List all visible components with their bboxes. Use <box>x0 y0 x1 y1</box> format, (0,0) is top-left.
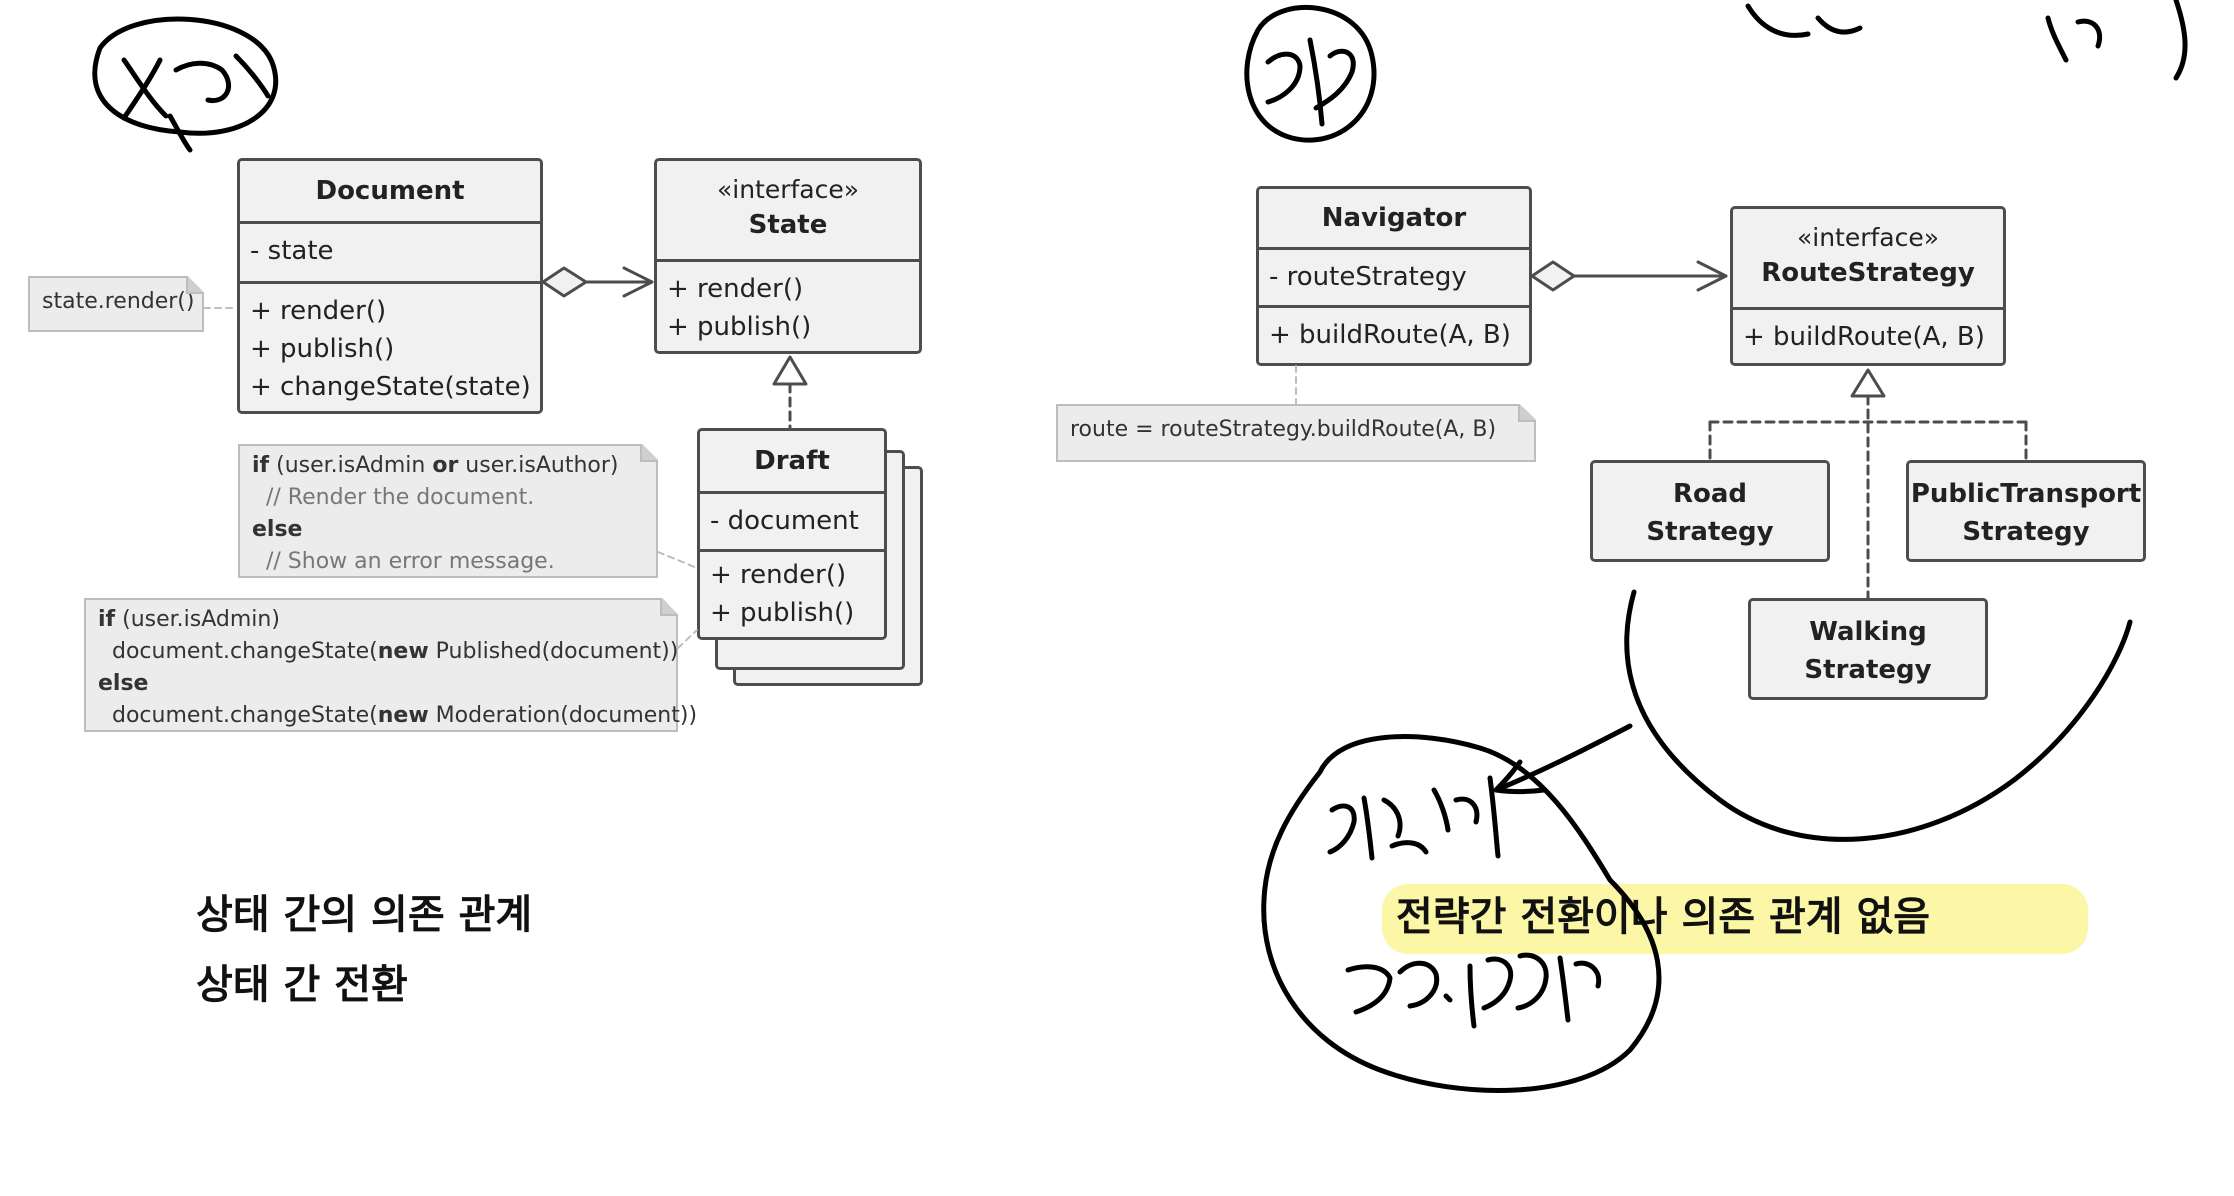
draft-class-methods: + render() + publish() <box>700 549 884 640</box>
publictransport-strategy-class: PublicTransport Strategy <box>1906 460 2146 562</box>
note-text: document.changeState( <box>98 639 378 664</box>
document-class-methods: + render() + publish() + changeState(sta… <box>240 281 540 414</box>
draft-method-publish: + publish() <box>710 598 855 628</box>
open-arrowhead <box>1696 260 1728 292</box>
left-caption-line1: 상태 간의 의존 관계 <box>196 892 533 938</box>
handwriting-bracket-curve <box>1624 589 2133 842</box>
road-strategy-class: Road Strategy <box>1590 460 1830 562</box>
navigator-field-routestrategy: - routeStrategy <box>1269 262 1467 292</box>
routestrategy-interface-methods: + buildRoute(A, B) <box>1733 307 2003 364</box>
walking-strategy-title-line2: Strategy <box>1804 655 1932 685</box>
handwriting-circle-strategy <box>1244 4 1377 143</box>
draft-field-document: - document <box>710 506 859 536</box>
note-text: user.isAuthor) <box>458 453 619 478</box>
state-interface-methods: + render() + publish() <box>657 259 919 354</box>
handwriting-strategy-scribble <box>1265 37 1356 127</box>
kw-if: if <box>252 453 270 478</box>
state-interface: «interface» State + render() + publish() <box>654 158 922 354</box>
document-method-publish: + publish() <box>250 334 395 364</box>
routestrategy-method-buildroute: + buildRoute(A, B) <box>1743 322 1985 352</box>
routestrategy-interface: «interface» RouteStrategy + buildRoute(A… <box>1730 206 2006 366</box>
handwriting-arrow <box>1493 723 1633 794</box>
right-caption: 전략간 전환이나 의존 관계 없음 <box>1396 894 1931 940</box>
realization-triangle <box>1850 368 1886 398</box>
note-draft-render-line3: else <box>252 514 644 546</box>
document-class: Document - state + render() + publish() … <box>237 158 543 414</box>
note-text: document.changeState( <box>98 703 378 728</box>
kw-else: else <box>252 517 303 542</box>
publictransport-strategy-title-line2: Strategy <box>1962 517 2090 547</box>
routestrategy-interface-header: «interface» RouteStrategy <box>1733 209 2003 307</box>
note-draft-render-line4: // Show an error message. <box>252 549 555 574</box>
road-strategy-title-line2: Strategy <box>1646 517 1774 547</box>
state-stereotype: «interface» <box>716 175 860 204</box>
document-method-changestate: + changeState(state) <box>250 372 531 402</box>
open-arrowhead <box>622 266 654 298</box>
handwriting-bubble <box>1261 734 1662 1093</box>
note-text: (user.isAdmin) <box>115 607 280 632</box>
publictransport-strategy-title-line1: PublicTransport <box>1910 479 2142 509</box>
handwriting-text-strategies <box>1327 775 1501 861</box>
left-caption-line2: 상태 간 전환 <box>196 962 408 1008</box>
note-draft-render: if (user.isAdmin or user.isAuthor) // Re… <box>238 444 658 578</box>
kw-else: else <box>98 671 149 696</box>
realization-triangle <box>772 355 808 386</box>
kw-if: if <box>98 607 116 632</box>
aggregation-diamond <box>1530 260 1576 292</box>
routestrategy-interface-title: RouteStrategy <box>1761 258 1975 288</box>
navigator-method-buildroute: + buildRoute(A, B) <box>1269 320 1511 350</box>
aggregation-diamond <box>541 266 588 298</box>
handwriting-state-scribble <box>121 53 271 153</box>
note-state-render: state.render() <box>28 276 204 332</box>
note-route: route = routeStrategy.buildRoute(A, B) <box>1056 404 1536 462</box>
note-draft-render-line2: // Render the document. <box>252 485 535 510</box>
note-anchor <box>677 629 698 649</box>
document-class-title: Document <box>315 176 465 206</box>
realization-lines <box>1708 394 2028 600</box>
handwriting-circle-state <box>92 16 279 136</box>
caption-highlight <box>1382 884 2088 954</box>
document-method-render: + render() <box>250 296 387 326</box>
note-text: (user.isAdmin <box>269 453 433 478</box>
draft-class-fields: - document <box>700 491 884 549</box>
note-draft-publish-line3: else <box>98 668 664 700</box>
handwriting-text-just-listed <box>1345 952 1602 1029</box>
note-draft-publish-line1: if (user.isAdmin) <box>98 604 664 636</box>
handwriting-top-right-scribble <box>1745 0 2188 81</box>
walking-strategy-class: Walking Strategy <box>1748 598 1988 700</box>
note-state-render-text: state.render() <box>42 289 195 314</box>
navigator-class-title: Navigator <box>1321 203 1467 233</box>
state-interface-title: State <box>748 210 828 240</box>
note-anchor <box>657 551 698 569</box>
document-class-fields: - state <box>240 221 540 281</box>
document-field-state: - state <box>250 236 334 266</box>
state-interface-header: «interface» State <box>657 161 919 259</box>
note-text: Moderation(document)) <box>428 703 698 728</box>
walking-strategy-title-line1: Walking <box>1809 617 1927 647</box>
navigator-class-methods: + buildRoute(A, B) <box>1259 305 1529 362</box>
note-draft-publish: if (user.isAdmin) document.changeState(n… <box>84 598 697 732</box>
state-method-render: + render() <box>667 274 804 304</box>
draft-method-render: + render() <box>710 560 847 590</box>
note-route-text: route = routeStrategy.buildRoute(A, B) <box>1070 417 1497 442</box>
draft-class-title: Draft <box>754 446 830 476</box>
road-strategy-title-line1: Road <box>1672 479 1748 509</box>
kw-new: new <box>377 639 429 664</box>
state-method-publish: + publish() <box>667 312 812 342</box>
kw-new: new <box>377 703 429 728</box>
navigator-class-fields: - routeStrategy <box>1259 247 1529 305</box>
routestrategy-stereotype: «interface» <box>1796 223 1940 252</box>
note-draft-render-line1: if (user.isAdmin or user.isAuthor) <box>252 450 644 482</box>
kw-or: or <box>432 453 459 478</box>
note-text: Published(document)) <box>428 639 679 664</box>
note-draft-publish-line2: document.changeState(new Published(docum… <box>98 636 678 668</box>
draft-class: Draft - document + render() + publish() <box>697 428 887 640</box>
note-draft-publish-line4: document.changeState(new Moderation(docu… <box>98 700 697 732</box>
